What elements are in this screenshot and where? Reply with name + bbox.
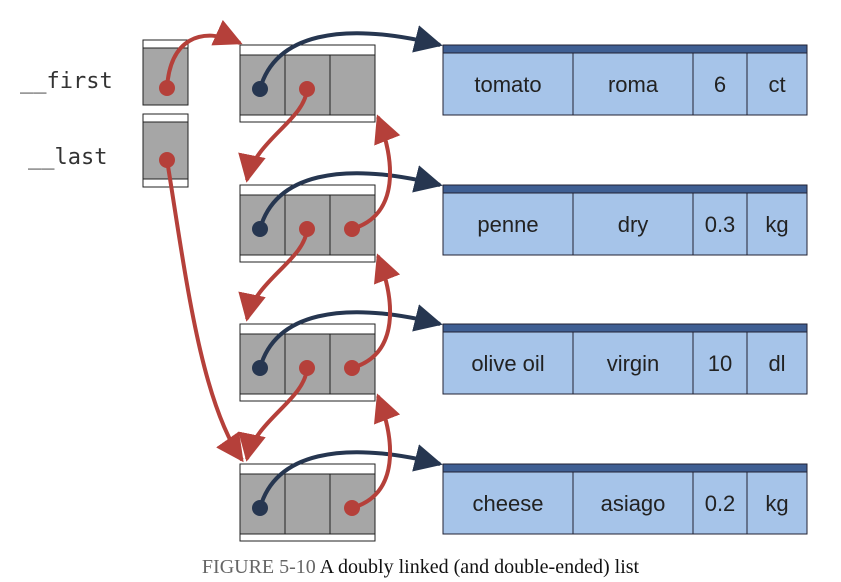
record-field: tomato xyxy=(474,72,541,97)
first-pointer-cell xyxy=(142,39,189,106)
last-label: __last xyxy=(28,145,107,170)
record-cell xyxy=(442,52,574,116)
record-cell xyxy=(692,331,748,395)
record-field: roma xyxy=(608,72,659,97)
record-cell xyxy=(572,471,694,535)
record-n2: penne dry 0.3 kg xyxy=(442,184,808,256)
next-arrow-2 xyxy=(238,228,309,322)
record-n3: olive oil virgin 10 dl xyxy=(442,323,808,395)
record-field: dry xyxy=(618,212,649,237)
data-dot-3 xyxy=(252,360,268,376)
record-field: dl xyxy=(768,351,785,376)
data-arrow-3 xyxy=(258,304,443,369)
record-cell xyxy=(572,192,694,256)
record-cell xyxy=(746,52,808,116)
record-field: ct xyxy=(768,72,785,97)
data-dot-1 xyxy=(252,81,268,97)
record-field: cheese xyxy=(473,491,544,516)
first-arrow xyxy=(165,19,243,89)
data-arrow-2 xyxy=(258,165,443,230)
record-cell xyxy=(572,52,694,116)
data-dot-2 xyxy=(252,221,268,237)
next-dot-3 xyxy=(299,360,315,376)
prev-arrow-3 xyxy=(351,253,401,370)
record-field: kg xyxy=(765,491,788,516)
record-field: olive oil xyxy=(471,351,544,376)
record-n1: tomato roma 6 ct xyxy=(442,44,808,116)
record-cell xyxy=(746,331,808,395)
record-cell xyxy=(692,192,748,256)
prev-dot-2 xyxy=(344,221,360,237)
caption-figure-number: FIGURE 5-10 xyxy=(201,556,316,578)
records-layer: tomato roma 6 ct penne dry 0.3 kg olive oil virgi… xyxy=(442,44,808,535)
prev-arrow-2 xyxy=(351,114,401,231)
last-pointer-cell xyxy=(142,113,189,188)
arrows-layer xyxy=(159,19,443,516)
record-cell xyxy=(746,471,808,535)
data-dot-4 xyxy=(252,500,268,516)
data-arrow-1 xyxy=(258,25,443,90)
first-label: __first xyxy=(20,69,113,94)
data-arrow-4 xyxy=(258,444,443,509)
figure-caption: FIGURE 5-10 A doubly linked (and double-… xyxy=(0,556,841,579)
last-dot xyxy=(159,152,175,168)
record-cell xyxy=(692,471,748,535)
record-cell xyxy=(572,331,694,395)
prev-dot-3 xyxy=(344,360,360,376)
node-cell xyxy=(284,473,331,535)
next-arrow-1 xyxy=(238,88,309,183)
record-field: 0.3 xyxy=(705,212,736,237)
record-field: kg xyxy=(765,212,788,237)
prev-dot-4 xyxy=(344,500,360,516)
record-n4: cheese asiago 0.2 kg xyxy=(442,463,808,535)
prev-arrow-4 xyxy=(351,393,401,510)
node-cell xyxy=(329,194,376,256)
last-arrow xyxy=(165,159,244,463)
caption-text: A doubly linked (and double-ended) list xyxy=(319,556,640,578)
record-cell xyxy=(746,192,808,256)
next-dot-1 xyxy=(299,81,315,97)
record-cell xyxy=(442,192,574,256)
linked-list-diagram: __first __last tomato roma 6 ct penne dry 0.3 k… xyxy=(20,19,808,542)
record-field: 6 xyxy=(714,72,726,97)
record-field: virgin xyxy=(607,351,660,376)
record-field: 10 xyxy=(708,351,732,376)
record-field: 0.2 xyxy=(705,491,736,516)
record-field: penne xyxy=(477,212,538,237)
first-dot xyxy=(159,80,175,96)
next-dot-2 xyxy=(299,221,315,237)
next-arrow-3 xyxy=(238,367,309,462)
record-field: asiago xyxy=(601,491,666,516)
node-cell xyxy=(329,54,376,116)
